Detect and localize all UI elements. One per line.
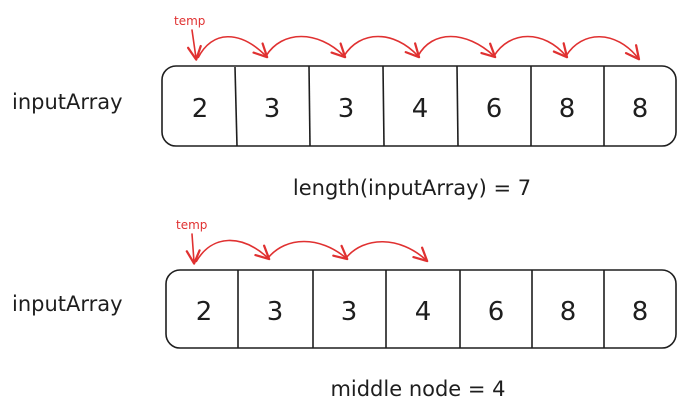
bottom-temp-pointer-arrow: [185, 233, 201, 265]
top-hop-arrows: [197, 35, 641, 61]
top-cell-value: 4: [412, 94, 429, 124]
top-hop-arrow-5: [493, 35, 569, 59]
bottom-cell-values: 2 3 3 4 6 8 8: [196, 297, 649, 327]
bottom-cell-value: 2: [196, 297, 213, 327]
top-hop-arrow-1: [197, 35, 269, 59]
top-caption: length(inputArray) = 7: [293, 176, 531, 200]
top-cell-divider: [234, 66, 238, 147]
bottom-hop-arrow-1: [195, 239, 271, 263]
top-cell-value: 8: [559, 94, 576, 124]
top-array-label: inputArray: [12, 90, 123, 114]
top-cell-divider: [456, 65, 459, 147]
bottom-temp-label: temp: [176, 218, 207, 232]
bottom-cell-value: 8: [560, 297, 577, 327]
top-cell-dividers: [234, 65, 605, 147]
top-array-section: inputArray temp 2: [12, 14, 677, 200]
bottom-cell-value: 3: [267, 297, 284, 327]
top-array-container: [161, 65, 677, 147]
bottom-array-container: [165, 269, 677, 349]
top-cell-divider: [382, 65, 385, 147]
bottom-hop-arrow-2: [267, 240, 349, 261]
bottom-cell-value: 3: [341, 297, 358, 327]
top-cell-values: 2 3 3 4 6 8 8: [192, 94, 649, 124]
top-cell-value: 2: [192, 94, 209, 124]
top-cell-value: 8: [632, 94, 649, 124]
bottom-hop-arrows: [195, 239, 429, 263]
top-hop-arrow-4: [417, 35, 497, 59]
top-hop-arrow-3: [343, 35, 421, 59]
top-cell-value: 3: [338, 94, 355, 124]
bottom-cell-dividers: [237, 270, 605, 348]
top-temp-label: temp: [174, 14, 205, 28]
bottom-cell-value: 4: [415, 297, 432, 327]
bottom-cell-value: 6: [488, 297, 505, 327]
bottom-hop-arrow-3: [345, 240, 429, 263]
top-temp-pointer-arrow: [186, 29, 202, 61]
top-cell-value: 6: [486, 94, 503, 124]
top-cell-divider: [308, 65, 311, 147]
bottom-cell-value: 8: [632, 297, 649, 327]
bottom-caption: middle node = 4: [330, 377, 505, 401]
bottom-array-label: inputArray: [12, 292, 123, 316]
top-cell-value: 3: [264, 94, 281, 124]
top-hop-arrow-2: [265, 35, 347, 59]
top-hop-arrow-6: [565, 36, 641, 61]
bottom-array-section: inputArray temp 2 3 3 4: [12, 218, 677, 401]
